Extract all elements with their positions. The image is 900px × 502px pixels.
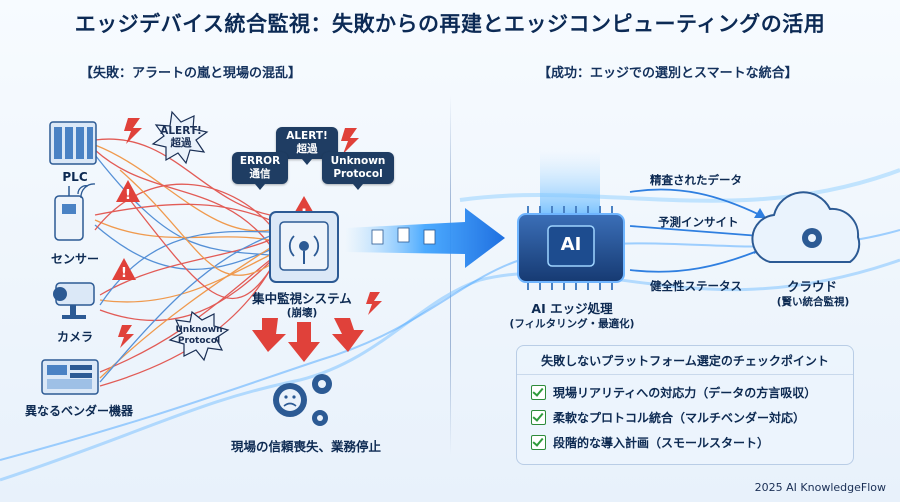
cloud-label: クラウド bbox=[786, 279, 837, 294]
checklist-title: 失敗しないプラットフォーム選定のチェックポイント bbox=[517, 352, 853, 375]
failure-heading: 【失敗：アラートの嵐と現場の混乱】 bbox=[80, 66, 302, 81]
broken-gears-icon bbox=[273, 374, 332, 426]
unknown-starburst-icon bbox=[168, 310, 230, 362]
warning-icon: ! bbox=[112, 258, 136, 281]
alert-text-1: ALERT! 超過 bbox=[160, 125, 202, 149]
output-flow-arrows bbox=[629, 188, 761, 273]
checklist-item: 柔軟なプロトコル統合（マルチベンダー対応） bbox=[531, 409, 805, 426]
device-label-vendor: 異なるベンダー機器 bbox=[24, 404, 133, 418]
cloud-sub-label: (賢い統合監視) bbox=[776, 296, 850, 308]
collapse-arrows-icon bbox=[252, 318, 364, 362]
error-bubble: ERROR 通信 bbox=[232, 152, 288, 190]
device-label-camera: カメラ bbox=[56, 330, 93, 344]
camera-icon bbox=[53, 282, 95, 319]
data-flow-arrow bbox=[345, 208, 505, 268]
checkbox-icon bbox=[531, 385, 546, 400]
device-label-sensor: センサー bbox=[50, 252, 99, 266]
unknown-protocol-bubble-1: Unknown Protocol bbox=[322, 152, 394, 190]
section-divider bbox=[450, 95, 451, 455]
central-system-icon bbox=[269, 211, 339, 283]
svg-text:!: ! bbox=[125, 188, 131, 203]
ai-chip-label: AI bbox=[560, 234, 582, 255]
central-system-status: (崩壊) bbox=[286, 307, 318, 319]
flow-label-refined-data: 精査されたデータ bbox=[650, 173, 742, 187]
ai-edge-label: AI エッジ処理 bbox=[531, 301, 613, 316]
flow-label-predictive-insight: 予測インサイト bbox=[658, 215, 739, 229]
ai-chip-icon bbox=[517, 206, 625, 290]
warning-icon: ! bbox=[116, 180, 140, 203]
device-label-plc: PLC bbox=[62, 170, 88, 184]
chaotic-connection-lines bbox=[94, 138, 271, 387]
checkbox-icon bbox=[531, 410, 546, 425]
plc-icon bbox=[49, 121, 97, 165]
alert-starburst-icon bbox=[151, 110, 209, 165]
vendor-device-icon bbox=[41, 359, 99, 395]
svg-text:!: ! bbox=[121, 266, 127, 281]
failure-outcome-label: 現場の信頼喪失、業務停止 bbox=[230, 439, 381, 454]
flow-label-health-status: 健全性ステータス bbox=[650, 279, 742, 293]
sensor-icon bbox=[54, 183, 96, 241]
checklist-panel: 失敗しないプラットフォーム選定のチェックポイント 現場リアリティへの対応力（デー… bbox=[516, 345, 854, 465]
ai-beam bbox=[540, 150, 600, 220]
page-title: エッジデバイス統合監視：失敗からの再建とエッジコンピューティングの活用 bbox=[74, 12, 826, 36]
checklist-item: 段階的な導入計画（スモールスタート） bbox=[531, 434, 769, 451]
central-system-label: 集中監視システム bbox=[252, 291, 352, 306]
ai-edge-sub-label: (フィルタリング・最適化) bbox=[509, 318, 635, 330]
footer-credit: 2025 AI KnowledgeFlow bbox=[754, 481, 886, 494]
unknown-protocol-text-2: Unknown Protocol bbox=[175, 325, 223, 346]
checkbox-icon bbox=[531, 435, 546, 450]
cloud-icon bbox=[751, 191, 861, 263]
lightning-icon bbox=[118, 118, 382, 348]
success-heading: 【成功：エッジでの選別とスマートな統合】 bbox=[538, 66, 798, 81]
checklist-item: 現場リアリティへの対応力（データの方言吸収） bbox=[531, 384, 816, 401]
